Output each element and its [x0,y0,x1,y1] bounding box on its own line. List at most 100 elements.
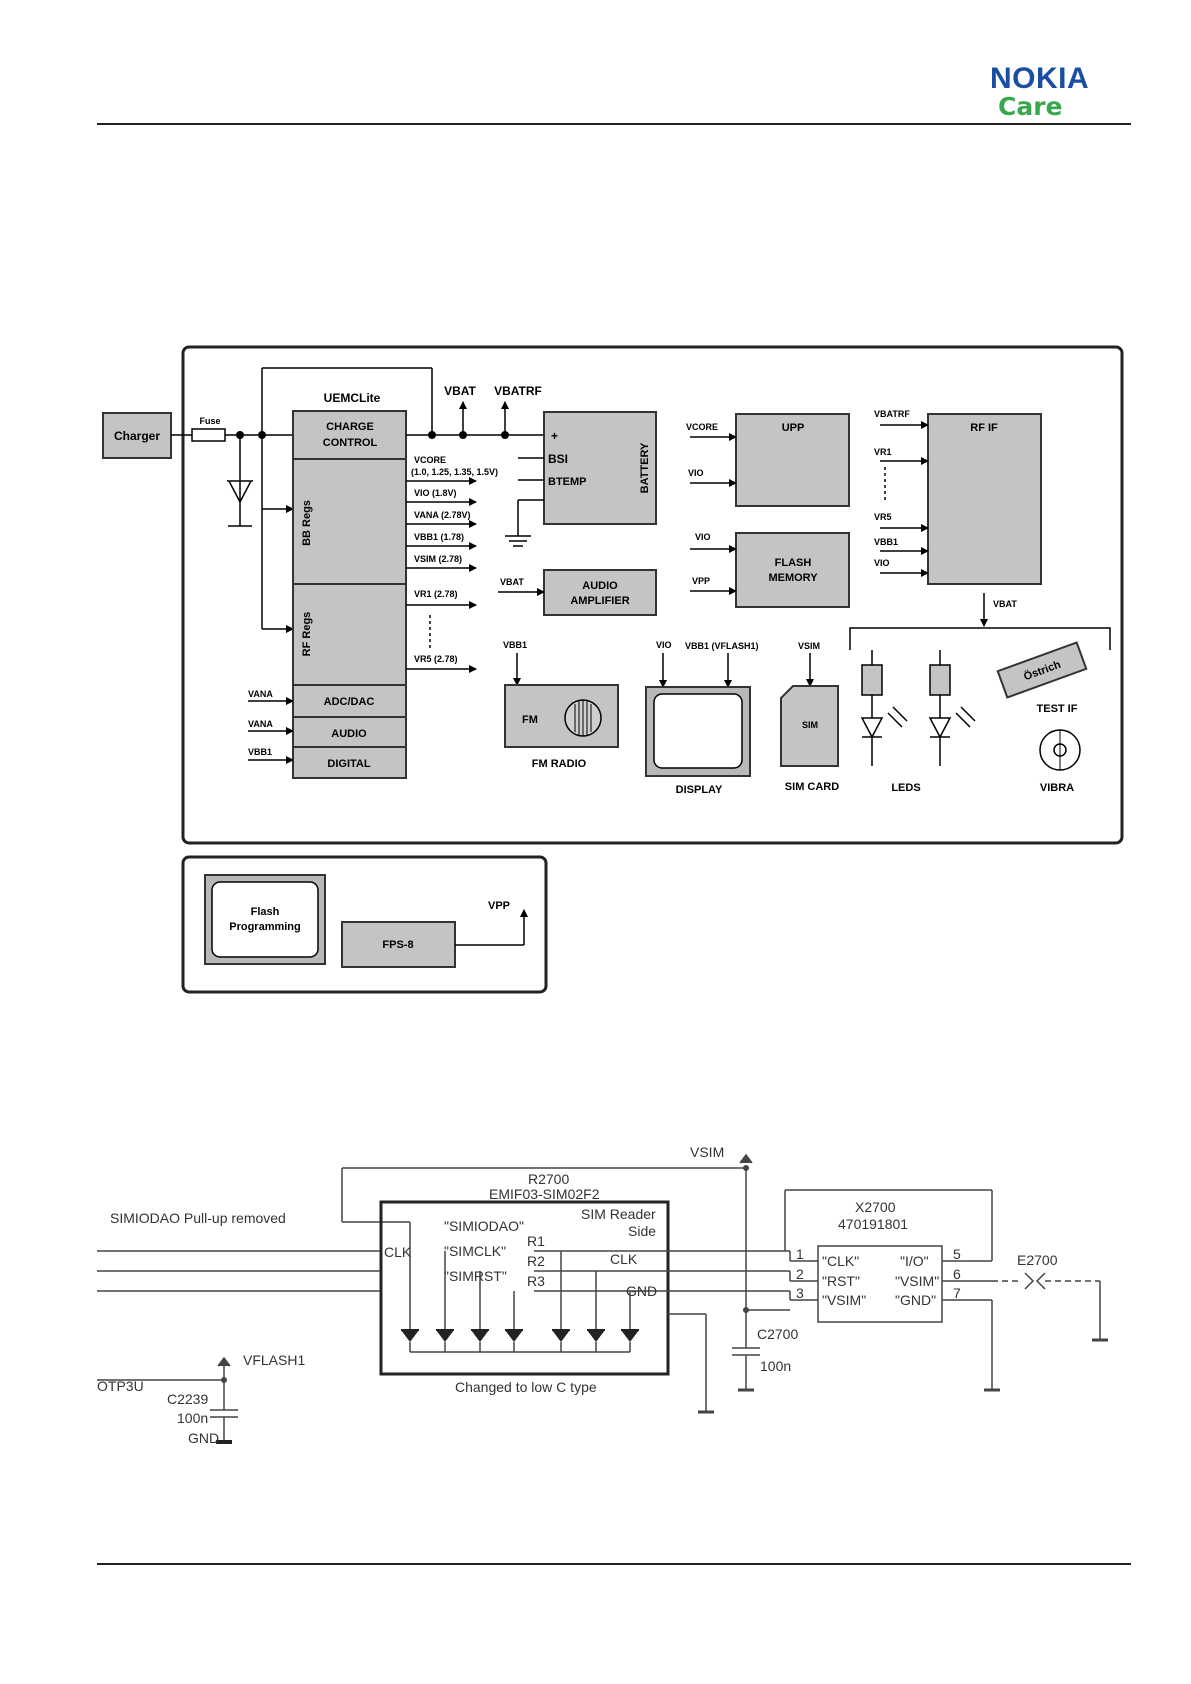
vibra-motor-icon [1039,729,1081,771]
fm-label: FM [522,714,538,726]
gnd-label: GND [626,1283,657,1299]
vcore-range-label: (1.0, 1.25, 1.35, 1.5V) [411,467,498,477]
rf-if-label: RF IF [970,422,998,434]
pin-rst: "RST" [822,1273,860,1289]
header-rule [97,123,1131,125]
vbatrf-top-label: VBATRF [494,384,542,398]
display-vio-label: VIO [656,640,672,650]
pin-num-1: 1 [796,1246,804,1262]
speaker-icon [564,699,602,737]
bb-regs-label: BB Regs [301,500,313,546]
pin-vsim-left: "VSIM" [822,1292,866,1308]
pin-gnd: "GND" [895,1292,936,1308]
audio-amp-label-2: AMPLIFIER [570,595,629,607]
charge-control-label-1: CHARGE [326,421,374,433]
flash-memory-block [735,532,850,608]
pin-clk: "CLK" [822,1253,859,1269]
x2700-part-number: 470191801 [838,1216,908,1232]
vana-output-label: VANA (2.78V) [414,510,471,520]
sim-card-icon [780,685,839,767]
block-diagram-frame [181,345,1124,845]
c2700-label: C2700 [757,1326,798,1342]
charger-label: Charger [114,429,160,443]
pin-num-7: 7 [953,1285,961,1301]
battery-block [543,411,657,525]
uemc-title: UEMCLite [324,391,381,405]
pin-num-5: 5 [953,1246,961,1262]
x2700-label: X2700 [855,1199,896,1215]
sim-reader-side-2: Side [628,1223,656,1239]
r2700-label: R2700 [528,1171,569,1187]
ground-icon [505,535,531,547]
flash-memory-label-1: FLASH [775,557,812,569]
leds-label: LEDS [891,782,920,794]
fps8-label: FPS-8 [382,939,413,951]
sig-simclk: "SIMCLK" [444,1243,506,1259]
vbb1-input: VBB1 [248,747,272,757]
sim-label: SIM [802,720,818,730]
vflash1-label: VFLASH1 [243,1352,305,1368]
pullup-note: SIMIODAO Pull-up removed [110,1210,286,1226]
audio-amp-label-1: AUDIO [582,580,618,592]
emif-label: EMIF03-SIM02F2 [489,1186,600,1202]
c2239-label: C2239 [167,1391,208,1407]
bb-regs-block [292,458,407,585]
display-label: DISPLAY [676,784,723,796]
vr5-output-label: VR5 (2.78) [414,654,458,664]
brand-name: NOKIA [990,62,1090,95]
pin-num-6: 6 [953,1266,961,1282]
schematic-vsim-label: VSIM [690,1144,724,1160]
bsi-label: BSI [548,452,568,466]
sig-simrst: "SIMRST" [444,1268,507,1284]
vcore-output-label: VCORE [414,455,446,465]
sub-brand-name: Care [998,92,1063,121]
flash-prog-label-2: Programming [229,921,301,933]
r1-label: R1 [527,1233,545,1249]
flash-memory-label-2: MEMORY [768,572,818,584]
sim-vsim-label: VSIM [798,641,820,651]
flash-vio-label: VIO [695,532,711,542]
flash-diagram-frame [181,855,548,994]
sim-card-label: SIM CARD [785,781,839,793]
upp-vio-label: VIO [688,468,704,478]
c2700-value: 100n [760,1358,791,1374]
btemp-label: BTEMP [548,476,587,488]
digital-label: DIGITAL [327,758,370,770]
upp-label: UPP [782,422,805,434]
pin-io: "I/O" [900,1253,929,1269]
display-vbb1-label: VBB1 (VFLASH1) [685,641,759,651]
charge-control-label-2: CONTROL [323,437,378,449]
led-1-icon [860,650,908,766]
rf-vbatrf-label: VBATRF [874,409,910,419]
upp-vcore-label: VCORE [686,422,718,432]
flash-vpp-label: VPP [692,576,710,586]
display-screen-icon [653,693,743,769]
vibra-label: VIBRA [1040,782,1074,794]
rf-vr5-label: VR5 [874,512,892,522]
rf-vbat-label: VBAT [993,599,1017,609]
clk-left-label: CLK [384,1244,412,1260]
pin-vsim-right: "VSIM" [895,1273,939,1289]
audio-label: AUDIO [331,728,367,740]
vana-input-2: VANA [248,719,273,729]
adc-dac-label: ADC/DAC [324,696,375,708]
rf-vr1-label: VR1 [874,447,892,457]
clk-right-label: CLK [610,1251,638,1267]
flash-vpp-out-label: VPP [488,900,510,912]
rf-vbb1-label: VBB1 [874,537,898,547]
r2-label: R2 [527,1253,545,1269]
audio-amplifier-block [543,569,657,616]
upp-block [735,413,850,507]
sim-reader-side-1: SIM Reader [581,1206,656,1222]
led-2-icon [928,650,976,766]
vr1-output-label: VR1 (2.78) [414,589,458,599]
rf-if-block [927,413,1042,585]
footer-rule [97,1563,1131,1565]
battery-label: BATTERY [639,442,651,493]
rf-vio-label: VIO [874,558,890,568]
digital-block [292,746,407,779]
fm-radio-label: FM RADIO [532,758,587,770]
gnd-bottom-label: GND [188,1430,219,1446]
vio-output-label: VIO (1.8V) [414,488,457,498]
